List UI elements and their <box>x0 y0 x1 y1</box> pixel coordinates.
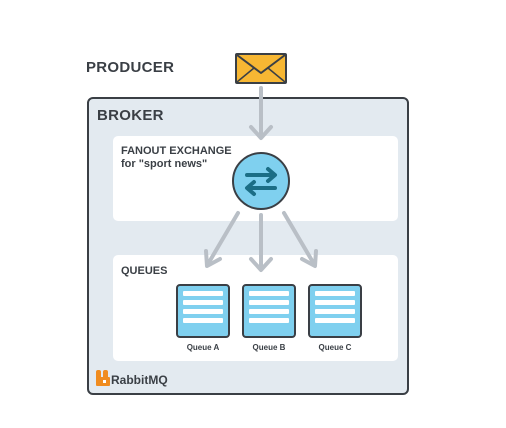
arrow-exchange-to-queue-b <box>249 213 273 272</box>
queue-message-bar <box>315 300 355 305</box>
exchange-title: FANOUT EXCHANGE <box>121 145 232 157</box>
arrow-producer-to-exchange <box>249 86 273 140</box>
queue-message-bar <box>249 300 289 305</box>
queue-message-bar <box>249 309 289 314</box>
queues-label: QUEUES <box>121 265 168 277</box>
queue-message-bar <box>249 318 289 323</box>
queue-a[interactable] <box>176 284 230 338</box>
queue-message-bar <box>315 309 355 314</box>
queue-c[interactable] <box>308 284 362 338</box>
queue-message-bar <box>183 318 223 323</box>
queue-message-bar <box>183 309 223 314</box>
arrow-exchange-to-queue-c <box>282 211 318 268</box>
queue-message-bar <box>315 318 355 323</box>
queue-message-bar <box>183 300 223 305</box>
rabbitmq-logo-icon <box>96 370 110 386</box>
queue-message-bar <box>315 291 355 296</box>
exchange-label: FANOUT EXCHANGE for "sport news" <box>121 145 232 171</box>
envelope-icon[interactable] <box>235 53 287 84</box>
broker-label: BROKER <box>97 107 164 124</box>
producer-label: PRODUCER <box>86 59 175 76</box>
rabbitmq-brand-label: RabbitMQ <box>111 373 168 387</box>
queue-message-bar <box>183 291 223 296</box>
queue-b[interactable] <box>242 284 296 338</box>
queue-b-label: Queue B <box>252 343 286 352</box>
queue-a-label: Queue A <box>186 343 220 352</box>
swap-arrows-icon[interactable] <box>232 152 290 210</box>
queue-c-label: Queue C <box>318 343 352 352</box>
queue-message-bar <box>249 291 289 296</box>
arrow-exchange-to-queue-a <box>204 211 240 268</box>
exchange-subtitle: for "sport news" <box>121 158 208 170</box>
